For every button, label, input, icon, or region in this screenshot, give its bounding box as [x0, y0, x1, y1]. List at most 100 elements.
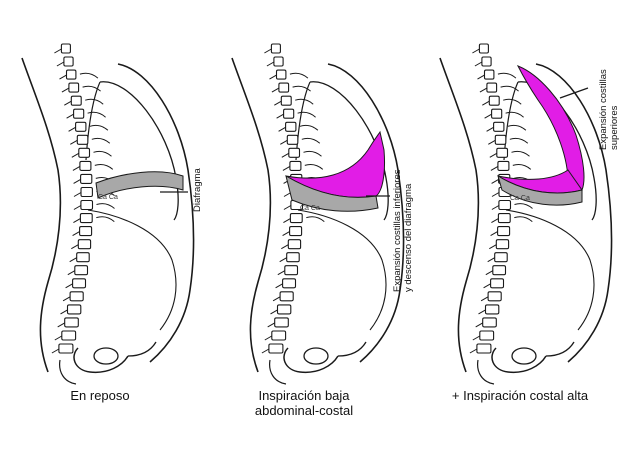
spinous-process [279, 257, 287, 263]
vertebra [68, 82, 80, 93]
vertebra [490, 278, 505, 289]
spinous-process [472, 335, 481, 341]
spinous-process [269, 74, 277, 80]
spinous-process [261, 348, 270, 354]
rib [514, 216, 533, 222]
spinous-process [270, 309, 278, 315]
small-marks: Ca Ca [510, 195, 530, 202]
rib [306, 216, 325, 222]
spinous-process [489, 152, 498, 158]
vertebra [288, 147, 301, 158]
rib [93, 150, 112, 157]
spinous-process [54, 48, 62, 54]
spinous-process [51, 348, 60, 354]
spinous-process [483, 283, 491, 289]
vertebra [286, 134, 299, 145]
spinous-process [264, 48, 272, 54]
spinous-process [61, 87, 70, 93]
spinous-process [60, 309, 68, 315]
vertebra [289, 160, 302, 171]
vertebra [80, 199, 94, 211]
vertebra [497, 160, 510, 171]
spinous-process [278, 126, 286, 132]
vertebra [483, 69, 495, 80]
spinous-process [267, 322, 275, 328]
small-marks: Ca Ca [300, 205, 320, 212]
vertebra [61, 330, 77, 341]
rib [96, 216, 115, 222]
vertebra [497, 226, 511, 237]
spinous-process [66, 113, 74, 119]
rib [295, 98, 314, 105]
rib [89, 124, 109, 131]
spinous-process [479, 87, 488, 93]
spinous-process [469, 348, 478, 354]
spinous-process [277, 270, 286, 276]
vertebra [496, 147, 509, 158]
spinous-process [487, 257, 495, 263]
spinous-process [490, 165, 499, 171]
small-marks: Ca Ca [98, 194, 118, 201]
spinous-process [282, 231, 290, 237]
upper-rib-expansion-magenta [516, 65, 585, 191]
vertebra [79, 226, 93, 237]
spinous-process [72, 165, 81, 171]
spinous-process [281, 244, 289, 250]
spinous-process [73, 192, 82, 197]
vertebra [284, 265, 299, 276]
spinous-process [274, 100, 282, 106]
caption-inspiracion-costal-alta: + Inspiración costal alta [451, 388, 589, 403]
rib [297, 111, 316, 118]
spinous-process [283, 205, 292, 210]
vertebra [495, 239, 510, 250]
vertebra [274, 317, 289, 328]
vertebra [481, 56, 492, 67]
spinous-process [486, 126, 494, 132]
rib [85, 98, 104, 105]
rib [503, 98, 522, 105]
rib [514, 203, 533, 209]
spinous-process [73, 218, 81, 224]
rib [299, 124, 319, 131]
vertebra [79, 213, 93, 224]
spinous-process [474, 61, 483, 67]
spinous-process [65, 283, 73, 289]
vertebra [275, 69, 287, 80]
rib [509, 137, 529, 144]
vertebra [498, 199, 512, 211]
spinous-process [68, 126, 76, 132]
vertebra [270, 43, 281, 54]
vertebra [289, 226, 303, 237]
label-expansion-costillas-superiores: Expansión costillas superiores [598, 69, 620, 150]
spine-vertebrae [261, 43, 325, 354]
label-expansion-costillas-inferiores: Expansión costillas inferiores y descens… [392, 169, 414, 292]
vertebra [279, 291, 294, 302]
panel-inspiracion-baja: Ca Ca [231, 43, 405, 385]
spinous-process [71, 244, 79, 250]
spinous-process [485, 270, 494, 276]
vertebra [278, 82, 290, 93]
spinous-process [59, 74, 67, 80]
spinous-process [73, 178, 81, 184]
spinous-process [264, 335, 273, 341]
rib [512, 164, 532, 170]
spinous-process [276, 113, 284, 119]
vertebra [70, 95, 82, 106]
rib [511, 150, 530, 157]
vertebra [73, 108, 85, 119]
caption-en-reposo: En reposo [70, 388, 130, 403]
spinous-process [475, 322, 483, 328]
diaphragm-band [497, 174, 583, 206]
vertebra [280, 95, 292, 106]
vertebra [80, 186, 93, 198]
diaphragm-band [285, 174, 379, 212]
vertebra [493, 121, 505, 132]
vertebra [479, 330, 495, 341]
rib [94, 164, 114, 170]
spinous-process [490, 231, 498, 237]
spinous-process [491, 192, 500, 197]
rib [301, 137, 321, 144]
rib [304, 164, 324, 170]
vertebra [76, 252, 90, 263]
